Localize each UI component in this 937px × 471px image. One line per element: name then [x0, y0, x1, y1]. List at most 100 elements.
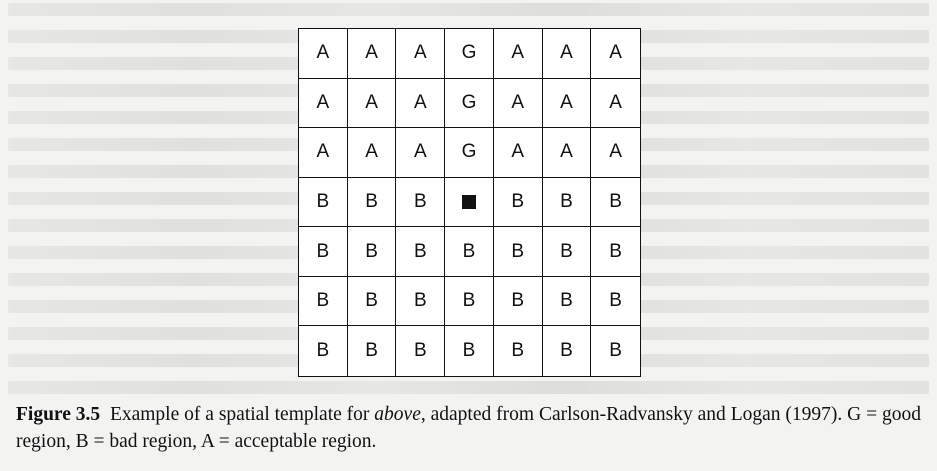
grid-cell: A — [396, 128, 446, 178]
grid-cell: B — [299, 177, 348, 228]
grid-cell-letter: B — [316, 290, 330, 312]
grid-cell-letter: B — [511, 240, 525, 262]
grid-cell-letter: B — [413, 340, 427, 362]
grid-cell: A — [542, 29, 592, 79]
grid-cell: B — [542, 177, 592, 228]
grid-cell: A — [299, 78, 348, 129]
grid-cell: A — [396, 29, 446, 79]
grid-cell: A — [591, 29, 640, 79]
grid-cell: B — [494, 326, 543, 376]
grid-cell: B — [543, 326, 592, 376]
grid-cell: A — [493, 78, 543, 129]
grid-cell: B — [396, 227, 446, 277]
grid-cell: A — [299, 29, 348, 79]
grid-cell: B — [493, 177, 543, 228]
grid-cell: A — [542, 128, 592, 178]
grid-cell-letter: B — [413, 290, 427, 312]
grid-cell: B — [493, 276, 543, 327]
grid-cell-letter: B — [413, 190, 427, 212]
grid-cell-letter: B — [316, 240, 330, 262]
grid-cell-letter: B — [365, 290, 378, 312]
grid-cell-letter: A — [316, 91, 330, 113]
grid-cell-letter: A — [511, 141, 525, 163]
grid-cell-letter: B — [462, 340, 476, 362]
grid-cell — [445, 177, 494, 228]
grid-cell: B — [299, 227, 348, 277]
grid-cell: B — [591, 227, 640, 277]
grid-cell-letter: B — [365, 340, 378, 362]
grid-cell-letter: G — [461, 42, 477, 64]
grid-cell: B — [299, 276, 348, 327]
grid-cell-letter: A — [609, 91, 622, 113]
grid-cell: B — [542, 276, 592, 327]
grid-cell-letter: A — [365, 42, 378, 64]
grid-cell: G — [445, 29, 494, 79]
grid-cell: B — [591, 326, 640, 376]
grid-cell: B — [445, 227, 494, 277]
grid-cell-letter: B — [365, 190, 378, 212]
caption-text-after: , adapted from Carlson-Radvansky and Log… — [16, 404, 922, 452]
grid-cell-letter: B — [316, 190, 330, 212]
grid-cell-letter: B — [462, 240, 476, 262]
grid-cell: B — [591, 277, 640, 327]
grid-cell-letter: A — [413, 42, 427, 64]
grid-cell: A — [347, 78, 397, 129]
grid-cell: A — [493, 29, 543, 79]
grid-cell-letter: A — [413, 91, 427, 113]
grid-cell-letter: B — [609, 190, 622, 212]
grid-cell-letter: B — [560, 290, 573, 312]
grid-cell: B — [347, 276, 397, 327]
grid-cell: A — [299, 128, 348, 178]
grid-cell-letter: B — [609, 340, 622, 362]
grid-cell-letter: B — [609, 240, 622, 262]
grid-cell-letter: A — [511, 42, 525, 64]
grid-cell: A — [591, 128, 640, 178]
grid-cell-letter: A — [609, 141, 622, 163]
grid-cell-letter: B — [462, 290, 476, 312]
grid-cell-letter: A — [560, 141, 573, 163]
grid-cell: A — [347, 29, 397, 79]
grid-cell: B — [299, 326, 348, 376]
grid-cell: B — [347, 227, 397, 277]
black-square-icon — [461, 194, 476, 209]
grid-cell-letter: B — [511, 290, 525, 312]
figure-caption: Figure 3.5 Example of a spatial template… — [16, 401, 921, 455]
grid-cell-letter: A — [560, 42, 573, 64]
grid-cell-letter: A — [365, 91, 378, 113]
grid-cell: B — [591, 178, 640, 228]
grid-cell: B — [542, 227, 592, 277]
grid-cell-letter: A — [365, 141, 378, 163]
grid-cell-letter: B — [316, 340, 330, 362]
caption-italic-term: above — [374, 404, 421, 425]
grid-cell: B — [348, 326, 397, 376]
grid-cell: A — [493, 128, 543, 178]
grid-cell-letter: G — [461, 141, 477, 163]
grid-cell-letter: G — [461, 91, 477, 113]
grid-cell: B — [493, 227, 543, 277]
grid-cell-letter: B — [511, 340, 525, 362]
grid-cell: G — [445, 128, 494, 178]
grid-cell: A — [591, 79, 640, 129]
grid-cell: A — [396, 78, 446, 129]
grid-cell-letter: B — [365, 240, 378, 262]
grid-cell: B — [396, 326, 446, 376]
grid-cell-letter: A — [316, 141, 330, 163]
grid-cell: B — [396, 177, 446, 228]
caption-text-before: Example of a spatial template for — [109, 404, 375, 425]
grid-cell-letter: B — [511, 190, 525, 212]
grid-cell-letter: A — [609, 42, 622, 64]
grid-cell-letter: B — [609, 290, 622, 312]
grid-cell: B — [347, 177, 397, 228]
grid-cell-letter: B — [413, 240, 427, 262]
grid-cell-letter: B — [560, 240, 573, 262]
grid-cell: A — [347, 128, 397, 178]
grid-cell-letter: A — [316, 42, 330, 64]
grid-cell: B — [445, 276, 494, 327]
figure-label: Figure 3.5 — [16, 404, 101, 425]
grid-cell: B — [445, 326, 494, 376]
grid-cell-letter: A — [560, 91, 573, 113]
grid-cell-letter: B — [560, 340, 573, 362]
grid-cell: A — [542, 78, 592, 129]
grid-cell: B — [396, 276, 446, 327]
